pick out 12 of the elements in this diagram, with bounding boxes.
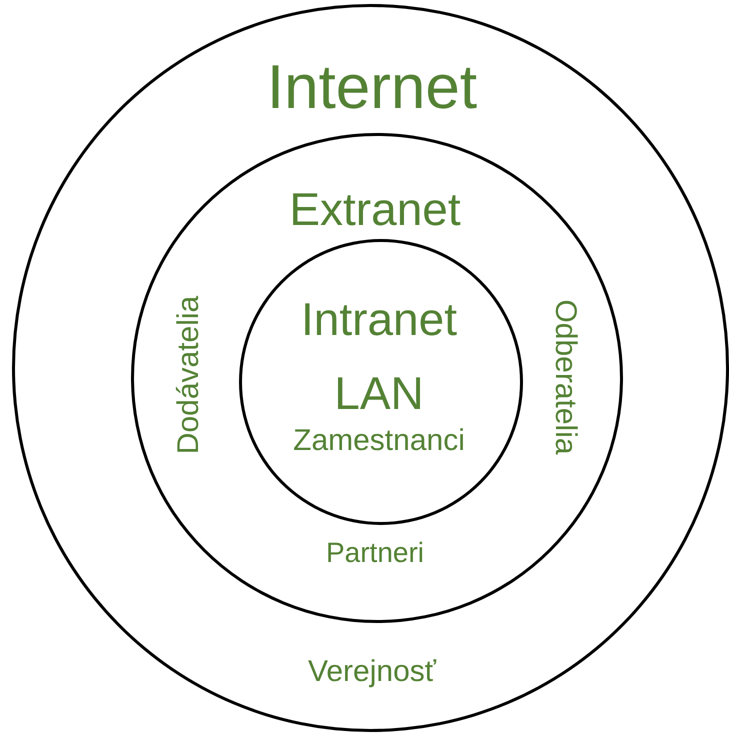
ring-title: Intranet <box>301 296 457 342</box>
ring-label: Odberatelia <box>550 299 580 455</box>
ring-title: Extranet <box>289 186 461 232</box>
middle-circle <box>131 133 623 623</box>
outer-circle <box>12 4 729 732</box>
inner-circle <box>239 239 523 525</box>
ring-title: Internet <box>266 57 478 119</box>
ring-label: Partneri <box>326 539 424 567</box>
ring-label: Verejnosť <box>308 657 436 687</box>
ring-title: LAN <box>334 370 424 416</box>
ring-label: Zamestnanci <box>293 426 465 456</box>
ring-label: Dodávatelia <box>174 296 204 454</box>
